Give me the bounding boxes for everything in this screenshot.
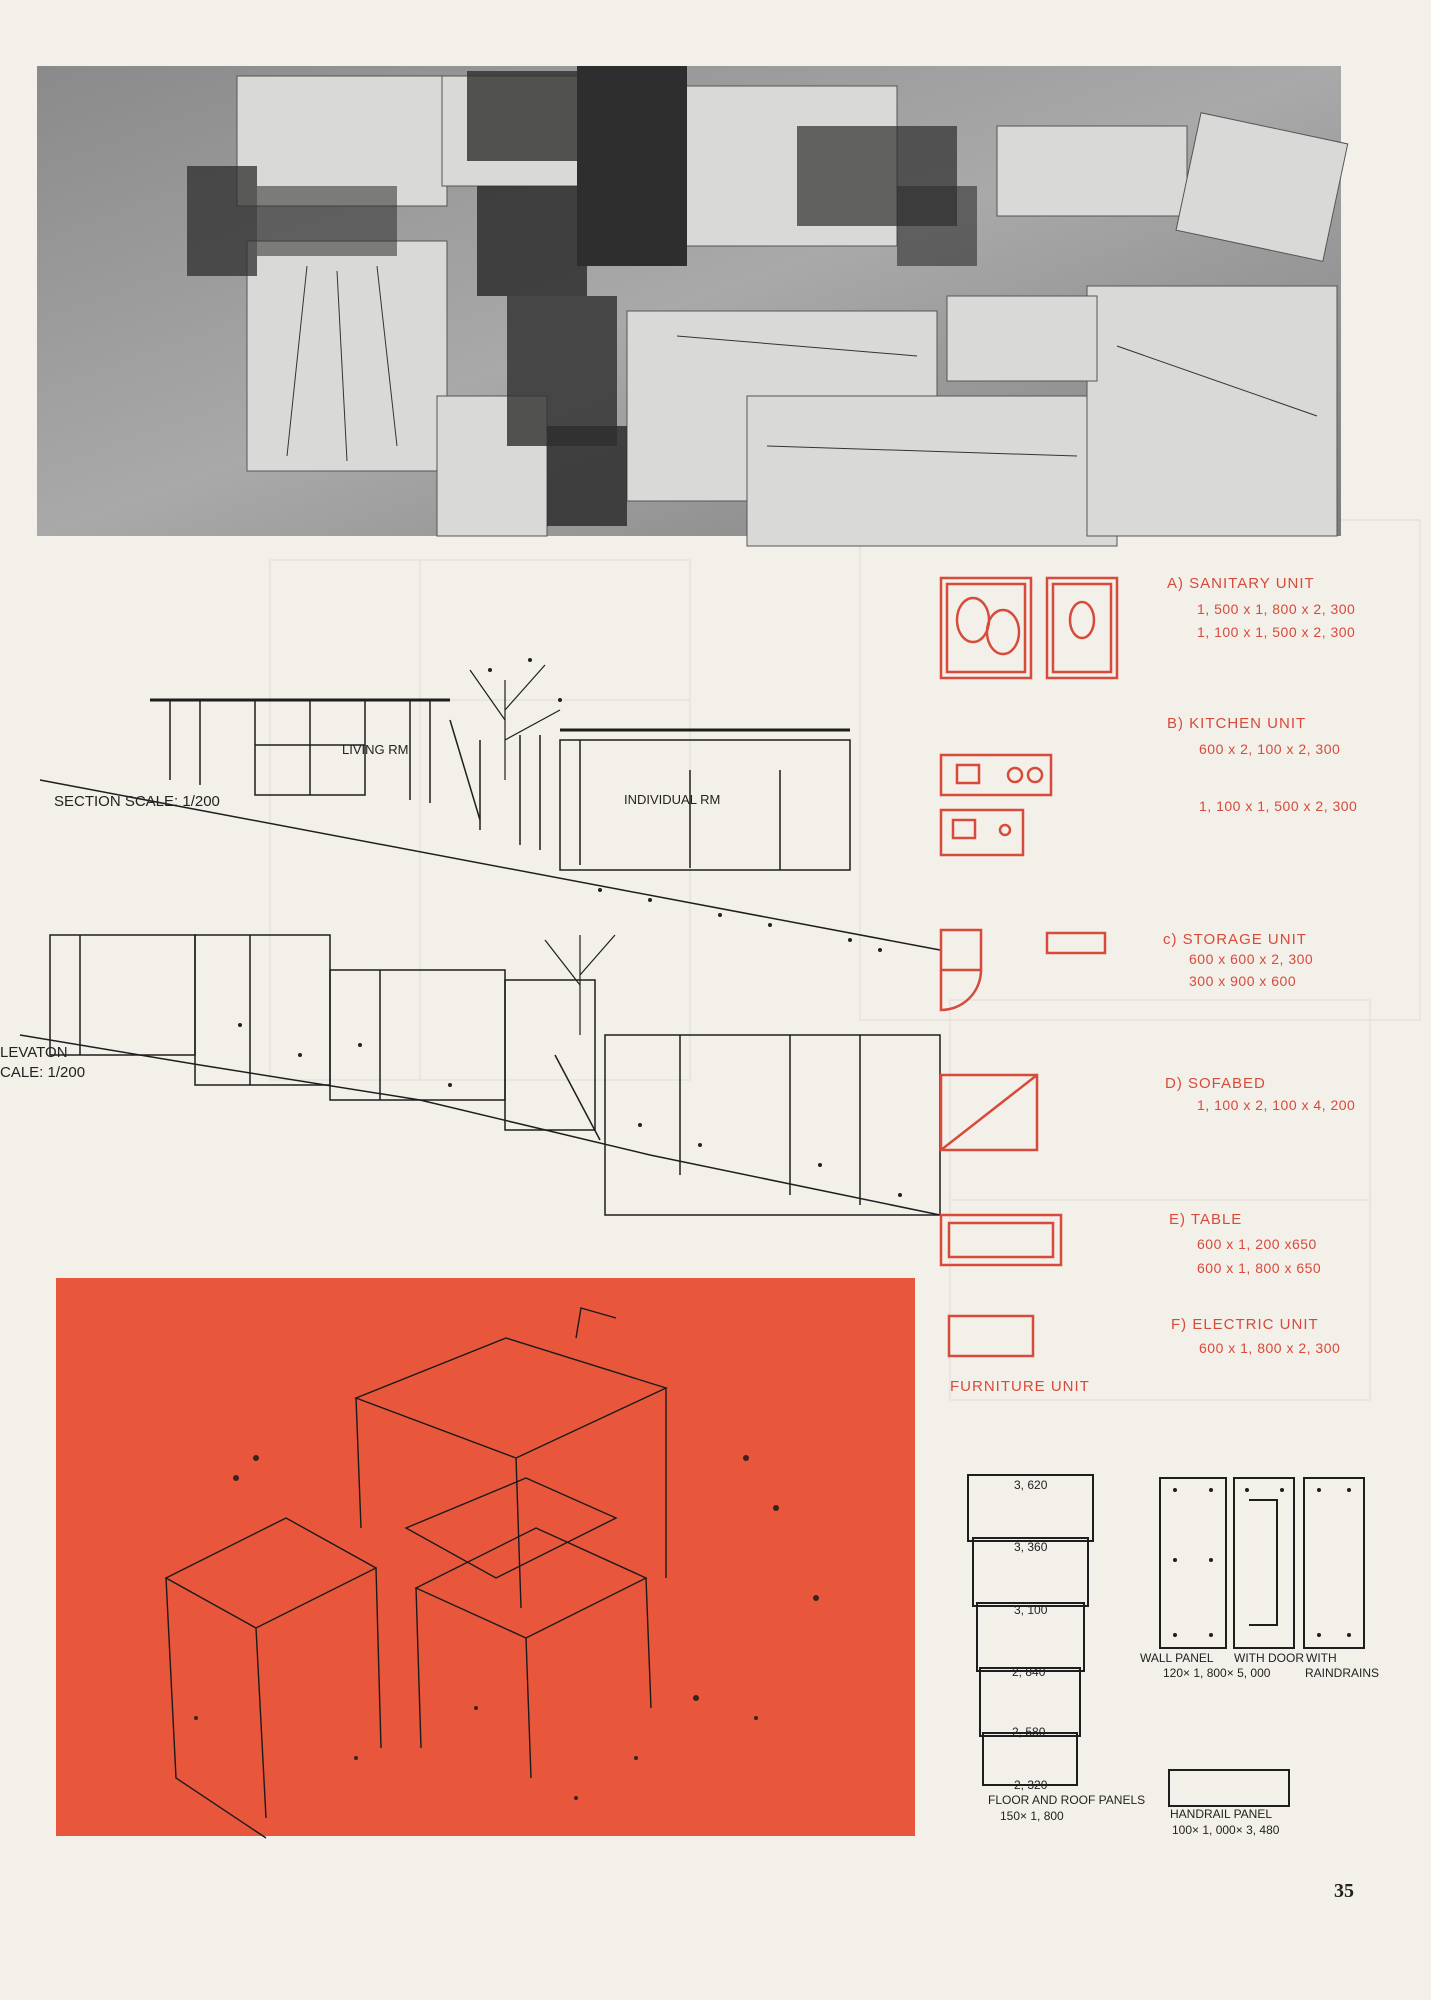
elevation-drawing [19, 934, 941, 1216]
sofabed-title: D) SOFABED [1165, 1075, 1266, 1092]
table-dim-2: 600 x 1, 800 x 650 [1197, 1260, 1322, 1276]
floor-panel-size-3: 3, 100 [1014, 1603, 1048, 1617]
floor-roof-panels-drawing [967, 1474, 1094, 1786]
storage-unit-dim-2: 300 x 900 x 600 [1189, 973, 1297, 989]
storage-unit-title: c) STORAGE UNIT [1163, 931, 1307, 948]
with-label: WITH [1306, 1651, 1337, 1665]
table-dim-1: 600 x 1, 200 x650 [1197, 1236, 1317, 1252]
kitchen-unit-dim-1: 600 x 2, 100 x 2, 300 [1199, 741, 1341, 757]
electric-unit-dim-1: 600 x 1, 800 x 2, 300 [1199, 1340, 1341, 1356]
floor-panels-caption-1: FLOOR AND ROOF PANELS [988, 1793, 1146, 1807]
elevation-caption-1: LEVATON [0, 1044, 68, 1061]
floor-panel-size-6: 2, 320 [1014, 1778, 1048, 1792]
wall-panel-dims: 120× 1, 800× 5, 000 [1163, 1666, 1271, 1680]
handrail-panel-drawing [1168, 1769, 1290, 1807]
room-label-individual: INDIVIDUAL RM [624, 792, 721, 807]
sanitary-unit-dim-1: 1, 500 x 1, 800 x 2, 300 [1197, 601, 1356, 617]
kitchen-unit-dim-2: 1, 100 x 1, 500 x 2, 300 [1199, 798, 1358, 814]
axonometric-illustration-panel [56, 1278, 915, 1836]
furniture-unit-caption: FURNITURE UNIT [950, 1378, 1090, 1395]
room-label-living: LIVING RM [342, 742, 409, 757]
page-number: 35 [1334, 1880, 1354, 1902]
sanitary-unit-title: A) SANITARY UNIT [1167, 575, 1315, 592]
axonometric-drawing [164, 1307, 819, 1839]
floor-panels-caption-2: 150× 1, 800 [1000, 1809, 1064, 1823]
wall-panels-drawing [1159, 1477, 1365, 1649]
handrail-panel-dims: 100× 1, 000× 3, 480 [1172, 1823, 1280, 1837]
wall-panel-label: WALL PANEL [1140, 1651, 1214, 1665]
electric-unit-title: F) ELECTRIC UNIT [1171, 1316, 1319, 1333]
section-caption: SECTION SCALE: 1/200 [54, 793, 220, 810]
exhibition-photo-collage [37, 66, 1349, 547]
elevation-caption-2: CALE: 1/200 [0, 1064, 86, 1081]
with-door-label: WITH DOOR [1234, 1651, 1304, 1665]
sanitary-unit-dim-2: 1, 100 x 1, 500 x 2, 300 [1197, 624, 1356, 640]
kitchen-unit-title: B) KITCHEN UNIT [1167, 715, 1307, 732]
floor-panel-size-4: 2, 840 [1012, 1665, 1046, 1679]
handrail-panel-label: HANDRAIL PANEL [1170, 1807, 1273, 1821]
raindrains-label: RAINDRAINS [1305, 1666, 1380, 1680]
floor-panel-size-2: 3, 360 [1014, 1540, 1048, 1554]
unit-icons [939, 576, 1119, 1358]
floor-panel-size-1: 3, 620 [1014, 1478, 1048, 1492]
sofabed-dim-1: 1, 100 x 2, 100 x 4, 200 [1197, 1097, 1356, 1113]
table-title: E) TABLE [1169, 1211, 1243, 1228]
section-drawing [39, 658, 941, 952]
floor-panel-size-5: 2, 580 [1012, 1725, 1046, 1739]
storage-unit-dim-1: 600 x 600 x 2, 300 [1189, 951, 1314, 967]
